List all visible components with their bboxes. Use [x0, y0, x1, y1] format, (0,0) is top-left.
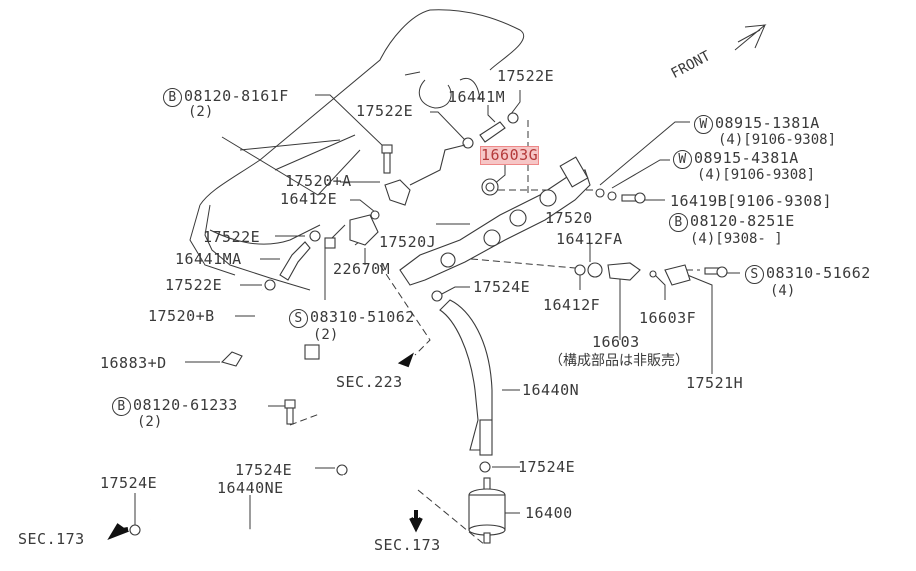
- injector-16603-part: [574, 262, 728, 286]
- washers-and-bolt: [595, 188, 646, 204]
- bolt-08120-61233-part: [284, 399, 296, 425]
- label-clamp-17524e-bottom-left[interactable]: 17524E: [100, 474, 158, 492]
- seal-16603g-part: [481, 178, 499, 196]
- label-hose-16441ma[interactable]: 16441MA: [175, 250, 242, 268]
- label-rail-17520[interactable]: 17520: [545, 209, 593, 227]
- fuel-rail-assembly: [399, 156, 591, 286]
- label-filter-16400[interactable]: 16400: [525, 504, 573, 522]
- s-circle-icon: S: [289, 309, 308, 328]
- engine-cover: [189, 9, 524, 291]
- label-bolt-08120-8161f-qty: (2): [188, 104, 214, 120]
- label-clip-16883d[interactable]: 16883+D: [100, 354, 167, 372]
- label-sec-223[interactable]: SEC.223: [336, 373, 403, 391]
- hose-16441ma-part: [264, 230, 321, 291]
- leader-lines: [134, 90, 740, 530]
- pipe-17520b-part: [260, 289, 348, 476]
- label-nut-08310-51062-qty: (2): [313, 327, 339, 343]
- label-washer-2-qty: (4)[9106-9308]: [697, 167, 816, 183]
- bracket-17520a-part: [370, 144, 466, 220]
- regulator-22670m-part: [324, 214, 379, 249]
- hose-16441m-part: [462, 112, 519, 149]
- label-oring-16412f[interactable]: 16412F: [543, 296, 601, 314]
- label-bolt-08120-61233-qty: (2): [137, 414, 163, 430]
- label-clamp-17524e-mid[interactable]: 17524E: [473, 278, 531, 296]
- label-washer-1-qty: (4)[9106-9308]: [718, 132, 837, 148]
- b-circle-icon: B: [112, 397, 131, 416]
- label-nut-08310-51662-qty: (4): [770, 283, 796, 299]
- label-clamp-17524e-filter[interactable]: 17524E: [518, 458, 576, 476]
- label-selected-16603g[interactable]: 16603G: [479, 146, 540, 165]
- front-arrow-icon: [734, 24, 767, 51]
- b-circle-icon: B: [669, 213, 688, 232]
- b-circle-icon: B: [163, 88, 182, 107]
- clip-16883d-part: [220, 351, 243, 367]
- label-sec-173-bottom[interactable]: SEC.173: [374, 536, 441, 554]
- label-clamp-17524e-bottom-mid[interactable]: 17524E: [235, 461, 293, 479]
- label-bolt-16419b[interactable]: 16419B[9106-9308]: [670, 192, 833, 210]
- label-injector-note: （構成部品は非販売）: [549, 353, 689, 369]
- label-bracket-17520a[interactable]: 17520+A: [285, 172, 352, 190]
- bolt-08120-8161f-part: [381, 144, 393, 174]
- label-sec-173-left[interactable]: SEC.173: [18, 530, 85, 548]
- w-circle-icon: W: [694, 115, 713, 134]
- label-hose-16440ne[interactable]: 16440NE: [217, 479, 284, 497]
- label-clamp-17522e-top-right[interactable]: 17522E: [497, 67, 555, 85]
- label-bolt-08120-8251e-qty: (4)[9308- ]: [690, 231, 783, 247]
- label-pipe-17520b[interactable]: 17520+B: [148, 307, 215, 325]
- label-clamp-17522e-top-left[interactable]: 17522E: [356, 102, 414, 120]
- sec-arrows: [107, 352, 423, 540]
- label-clamp-17522e-left-lower[interactable]: 17522E: [165, 276, 223, 294]
- s-circle-icon: S: [745, 265, 764, 284]
- label-regulator-22670m[interactable]: 22670M: [333, 260, 391, 278]
- hose-16440ne-part: [129, 474, 347, 536]
- label-oring-16412fa[interactable]: 16412FA: [556, 230, 623, 248]
- fuel-filter-16400-part: [468, 477, 506, 544]
- label-hose-16440n[interactable]: 16440N: [522, 381, 580, 399]
- hose-16440n-part: [431, 290, 493, 456]
- label-oring-16412e[interactable]: 16412E: [280, 190, 338, 208]
- label-insulator-17521h[interactable]: 17521H: [686, 374, 744, 392]
- label-injector-16603[interactable]: 16603: [592, 333, 640, 351]
- w-circle-icon: W: [673, 150, 692, 169]
- label-bracket-16603f[interactable]: 16603F: [639, 309, 697, 327]
- clamp-17524e-filter-part: [479, 461, 491, 473]
- label-clamp-17522e-left-mid[interactable]: 17522E: [203, 228, 261, 246]
- label-pipe-17520j[interactable]: 17520J: [379, 233, 437, 251]
- label-hose-16441m[interactable]: 16441M: [448, 88, 506, 106]
